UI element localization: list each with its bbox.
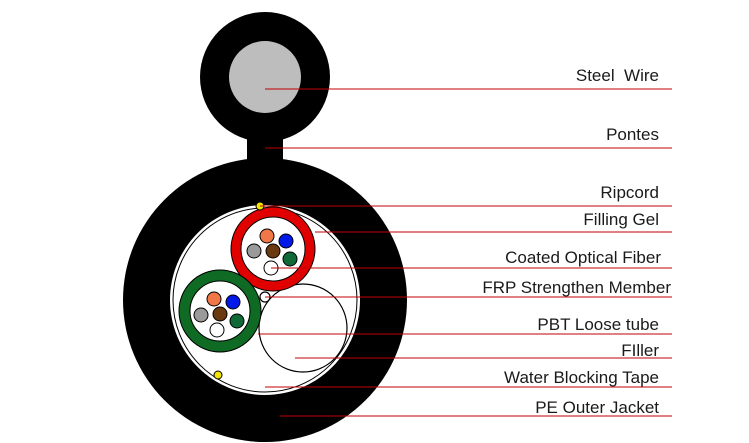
fiber-blue [278, 233, 294, 249]
label-pbt-loose-tube: PBT Loose tube [537, 315, 659, 334]
label-filling-gel: Filling Gel [583, 210, 659, 229]
label-coated-optical-fiber: Coated Optical Fiber [505, 248, 661, 267]
fiber-orange [206, 291, 222, 307]
fiber-gray [246, 243, 262, 259]
fibers-red-tube [246, 228, 298, 276]
steel-wire [229, 41, 301, 113]
label-steel-wire: Steel Wire [575, 66, 659, 85]
fiber-brown [265, 243, 281, 259]
fiber-gray [193, 307, 209, 323]
label-ripcord: Ripcord [600, 183, 659, 202]
label-filler: FIller [621, 341, 659, 360]
fiber-green [229, 313, 245, 329]
fibers-green-tube [193, 291, 245, 338]
fiber-green [282, 251, 298, 267]
fiber-blue [225, 294, 241, 310]
label-pe-outer-jacket: PE Outer Jacket [535, 398, 659, 417]
ripcord-bottom [213, 370, 223, 380]
label-frp-strengthen-member: FRP Strengthen Member [482, 278, 671, 297]
pontes-neck [247, 132, 283, 162]
fiber-white [209, 322, 225, 338]
fiber-orange [259, 228, 275, 244]
leader-lines [258, 88, 672, 417]
label-water-blocking-tape: Water Blocking Tape [504, 368, 659, 387]
filler [258, 283, 348, 373]
label-pontes: Pontes [606, 125, 659, 144]
fiber-brown [212, 306, 228, 322]
